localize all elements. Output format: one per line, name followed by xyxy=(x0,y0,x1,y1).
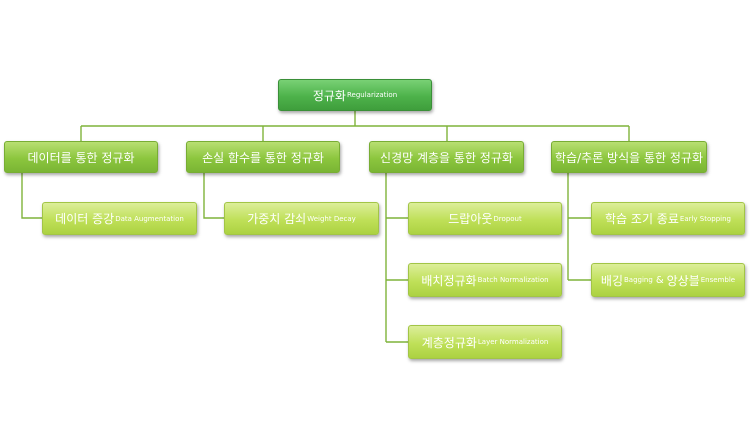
leaf-sublabel: Batch Normalization xyxy=(477,276,549,284)
leaf-sublabel: Early Stopping xyxy=(679,214,731,223)
leaf-sublabel: Dropout xyxy=(493,214,522,223)
leaf-label: 계층정규화 xyxy=(421,335,477,350)
leaf-label: 가중치 감쇠 xyxy=(247,212,307,226)
category-label: 학습/추론 방식을 통한 정규화 xyxy=(555,150,703,165)
category-label: 데이터를 통한 정규화 xyxy=(27,150,135,165)
leaf-sublabel: Layer Normalization xyxy=(477,338,549,346)
category-loss: 손실 함수를 통한 정규화 xyxy=(186,141,340,173)
leaf-label: 데이터 증강 xyxy=(55,212,115,226)
leaf-sublabel: Weight Decay xyxy=(307,214,356,223)
category-network-layer: 신경망 계층을 통한 정규화 xyxy=(369,141,524,173)
leaf-sublabel-2: Ensemble xyxy=(700,276,736,284)
leaf-sublabel: Bagging xyxy=(624,276,653,284)
category-data: 데이터를 통한 정규화 xyxy=(4,141,158,173)
leaf-label: 학습 조기 종료 xyxy=(605,212,679,226)
leaf-label: 드랍아웃 xyxy=(448,212,493,226)
category-label: 손실 함수를 통한 정규화 xyxy=(202,150,324,165)
branch-data-aug xyxy=(21,173,42,219)
category-label: 신경망 계층을 통한 정규화 xyxy=(380,150,513,165)
leaf-label-2: 앙상블 xyxy=(666,273,700,288)
category-train-inference: 학습/추론 방식을 통한 정규화 xyxy=(551,141,707,173)
leaf-label: 배깅 xyxy=(600,273,623,288)
leaf-ampersand: & xyxy=(655,274,664,286)
branch-weight-decay xyxy=(203,173,224,219)
leaf-sublabel: Data Augmentation xyxy=(115,214,184,223)
root-sublabel: Regularization xyxy=(346,91,398,99)
root-label: 정규화 xyxy=(312,88,346,103)
leaf-label: 배치정규화 xyxy=(421,273,477,288)
